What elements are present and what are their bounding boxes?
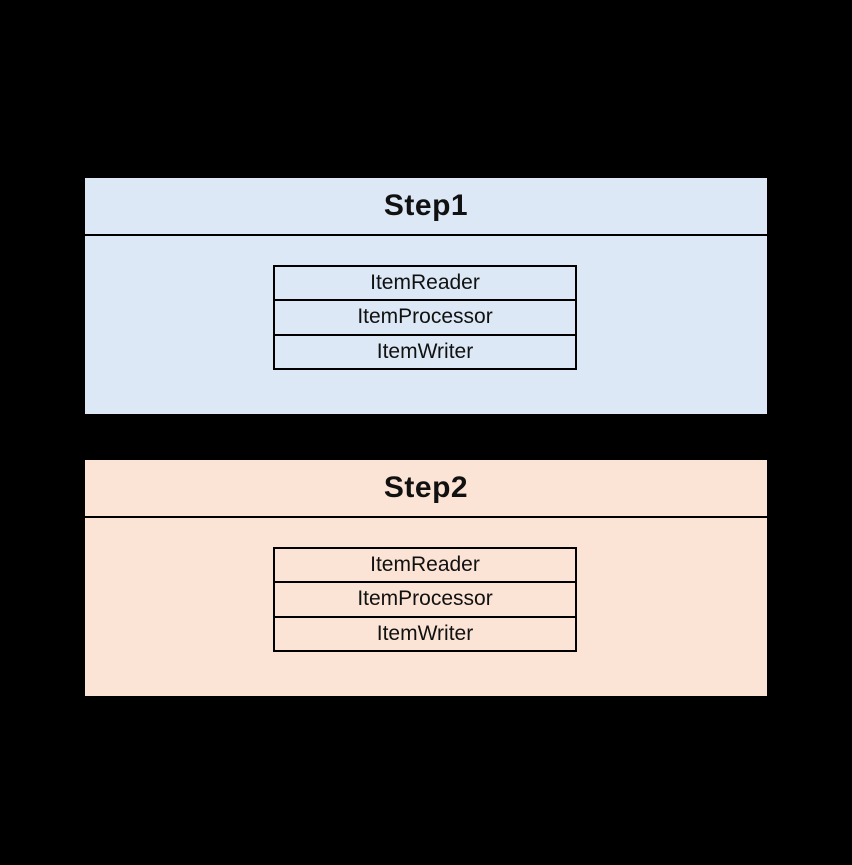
step2-item-processor: ItemProcessor [275,583,575,618]
step2-item-reader: ItemReader [275,549,575,584]
step1-item-stack: ItemReader ItemProcessor ItemWriter [273,265,577,370]
step2-item-writer: ItemWriter [376,621,474,645]
step1-group: Step1 ItemReader ItemProcessor ItemWrite… [84,177,768,415]
step2-item-stack: ItemReader ItemProcessor ItemWriter [273,547,577,652]
step1-item-reader: ItemReader [275,267,575,302]
step2-group: Step2 ItemReader ItemProcessor ItemWrite… [84,459,768,697]
step2-header: Step2 [85,460,767,518]
step1-title: Step1 [383,189,469,222]
step2-body: ItemReader ItemProcessor ItemWriter [85,518,767,694]
step1-item-writer: ItemWriter [376,339,474,363]
step2-title: Step2 [383,471,469,504]
step1-item-processor: ItemProcessor [275,301,575,336]
step1-header: Step1 [85,178,767,236]
step1-body: ItemReader ItemProcessor ItemWriter [85,236,767,412]
